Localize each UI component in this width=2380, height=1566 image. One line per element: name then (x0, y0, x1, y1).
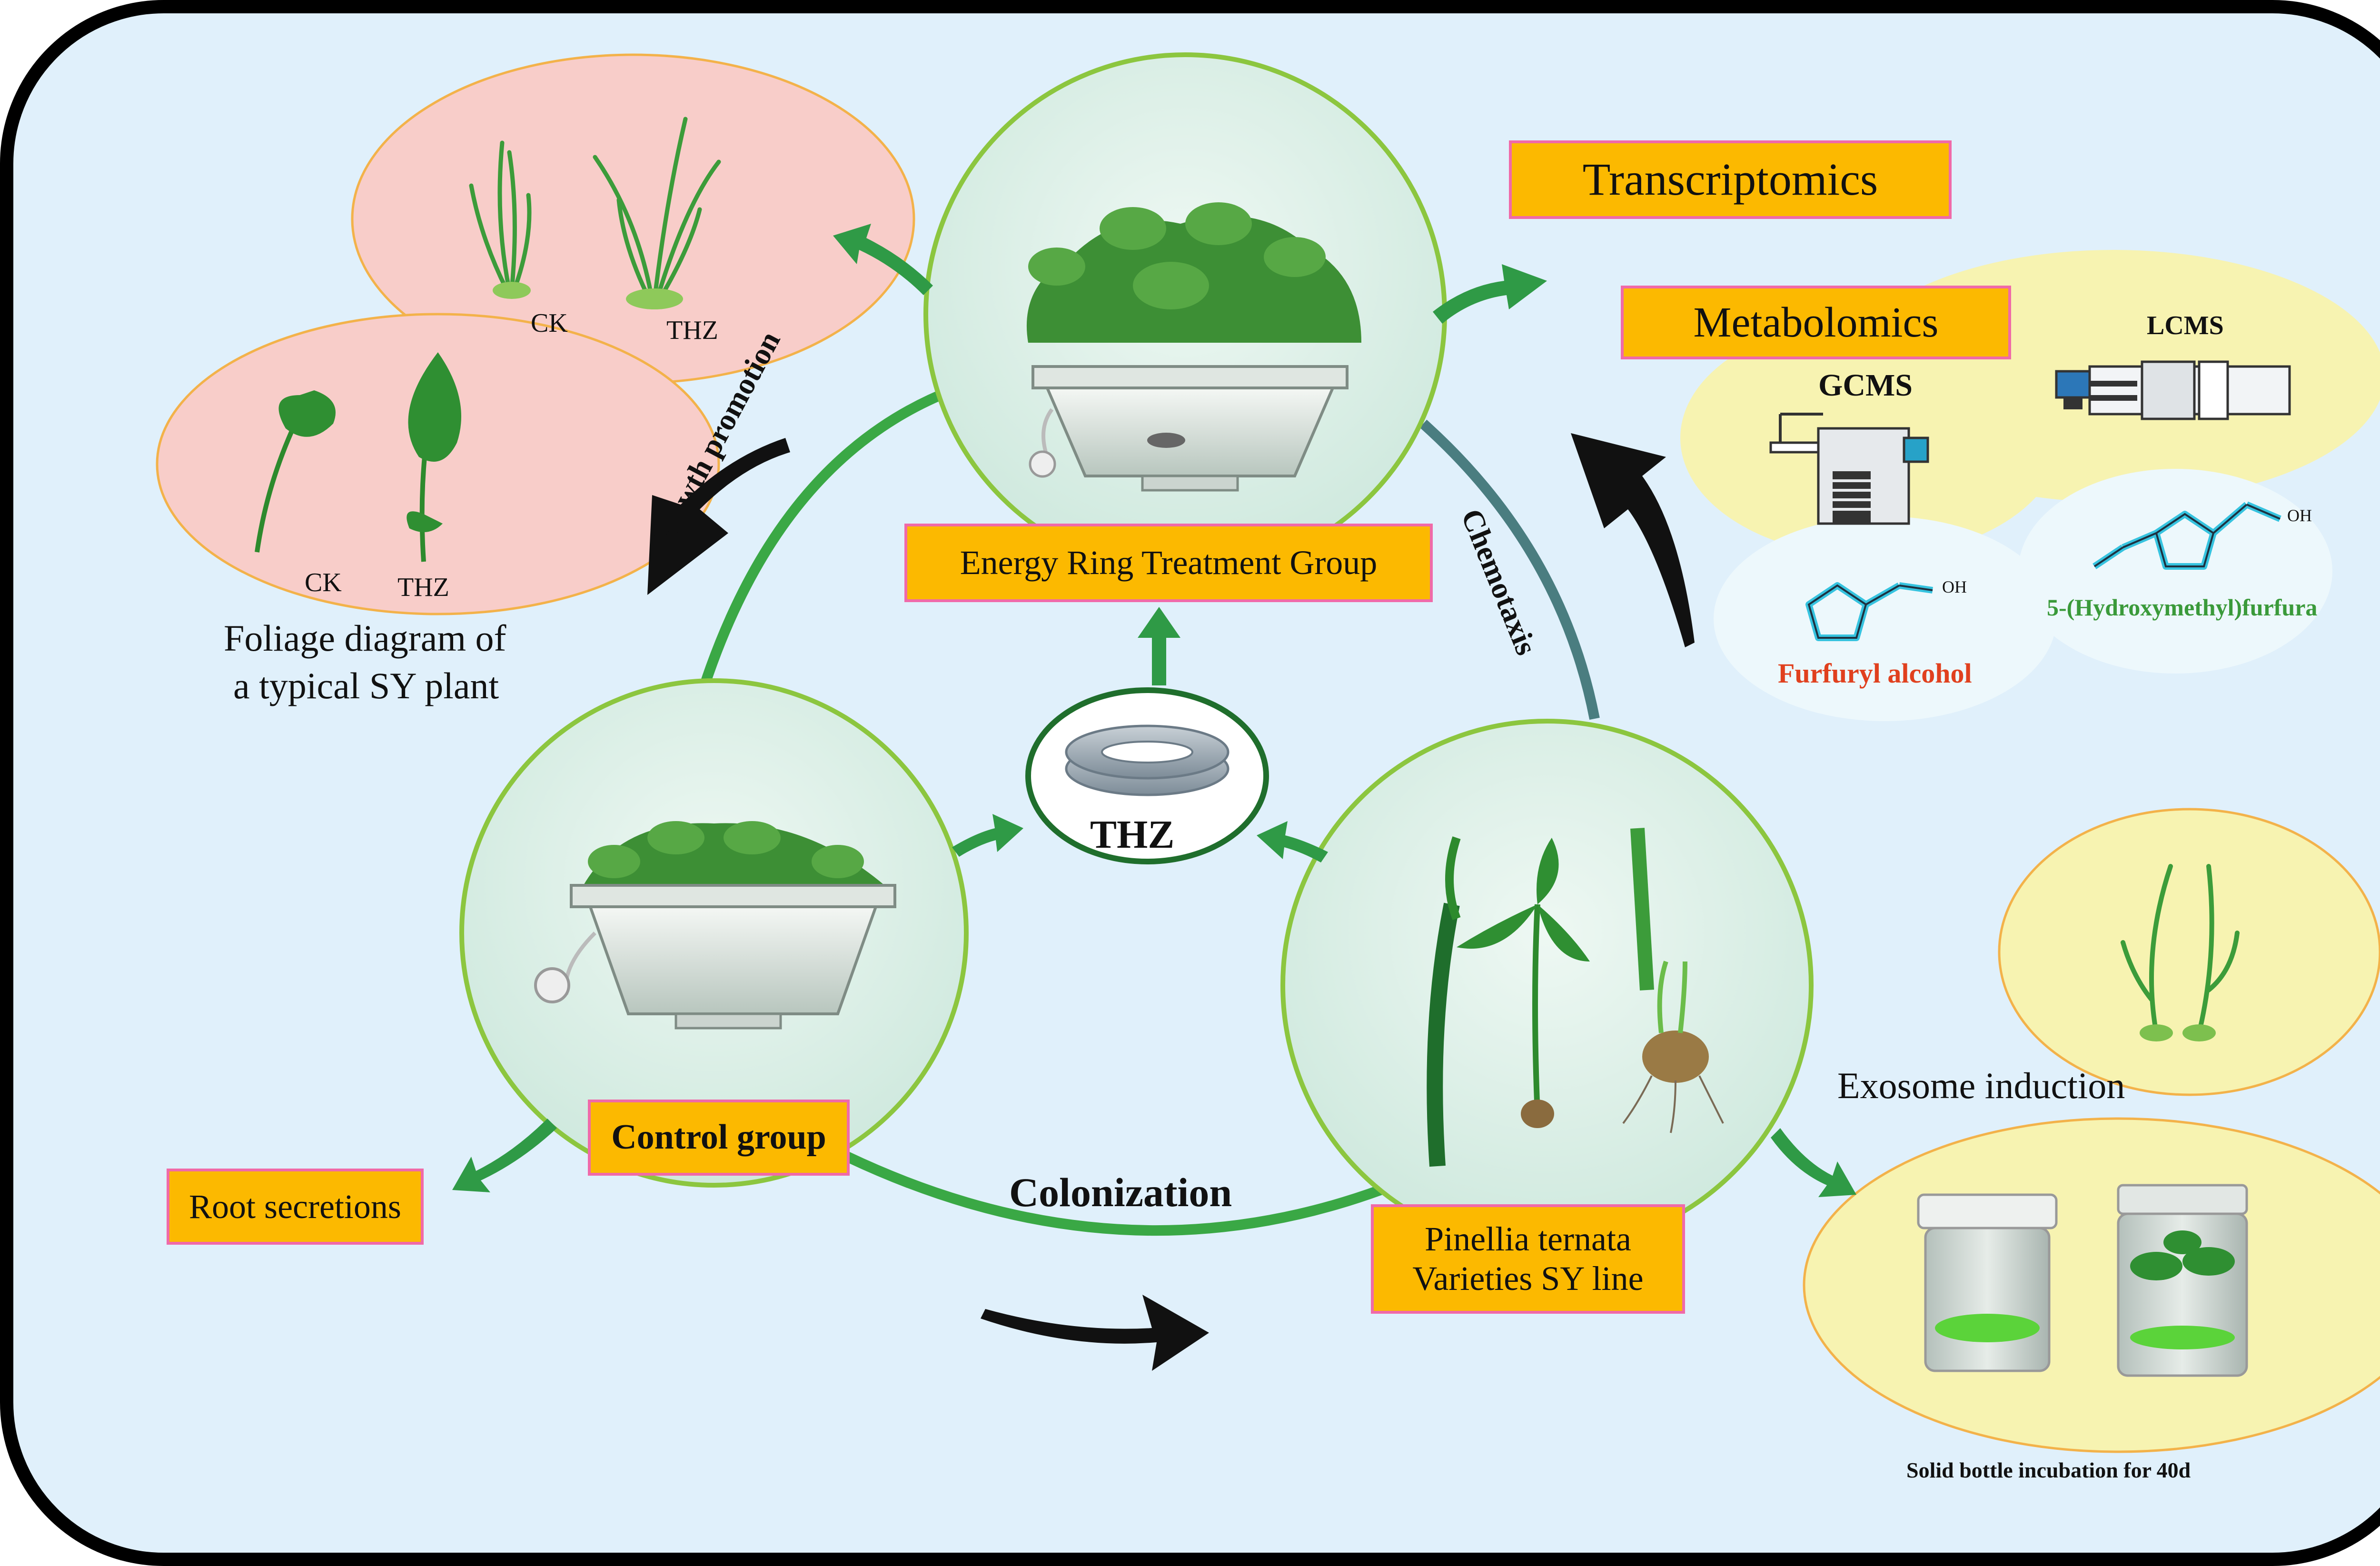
arrow-to-root-secretions (452, 1119, 557, 1192)
exosome-seedling-base-2 (2182, 1024, 2216, 1041)
arrow-control-to-thz (952, 814, 1023, 857)
label-foliage-line1: Foliage diagram of (224, 617, 506, 659)
arrow-to-exosome (1771, 1128, 1856, 1197)
bubble-hmf (2018, 469, 2332, 674)
label-bottle-incubation: Solid bottle incubation for 40d (1906, 1458, 2191, 1482)
black-arrow-left (647, 438, 790, 595)
label-colonization: Colonization (1009, 1170, 1232, 1215)
bubble-foliage (156, 313, 720, 615)
pot-control-group-illustration (534, 821, 896, 1030)
box-root-secretions: Root secretions (167, 1169, 424, 1245)
jar-small-illustration (1917, 1193, 2058, 1372)
label-thz-top: THZ (666, 316, 718, 345)
green-arrows (452, 224, 1856, 1197)
pinellia-line-2: Varieties SY line (1412, 1259, 1644, 1298)
arrow-to-seedlings (833, 224, 933, 295)
black-arrows (647, 433, 1695, 1371)
seedling-ck-base (493, 282, 531, 299)
arrow-to-transcriptomics (1433, 264, 1547, 324)
box-metabolomics: Metabolomics (1621, 286, 2011, 359)
exosome-seedling-illustration (2121, 864, 2240, 1035)
leaf-ck-illustration (255, 390, 336, 553)
arrow-to-energy-box (1138, 607, 1180, 685)
label-thz-ring: THZ (1090, 813, 1175, 857)
arrow-pinellia-to-thz (1257, 821, 1328, 862)
black-arrow-up (1571, 433, 1695, 647)
ring-arc-growth (699, 385, 954, 687)
box-pinellia-ternata: Pinellia ternata Varieties SY line (1371, 1204, 1685, 1314)
leaf-thz-illustration (407, 352, 461, 562)
label-ck-top: CK (531, 308, 568, 338)
label-oh-furfuryl: OH (1942, 577, 1967, 596)
label-oh-hmf: OH (2287, 506, 2312, 525)
seedling-thz-illustration (593, 117, 721, 302)
jar-large-illustration (2117, 1184, 2248, 1377)
pinellia-plant-illustration (1427, 828, 1724, 1167)
bubble-exosome-seedlings (1998, 808, 2380, 1096)
gcms-instrument-illustration (1769, 413, 1929, 525)
label-foliage-line2: a typical SY plant (233, 665, 499, 706)
pot-energy-ring-illustration (1026, 202, 1361, 492)
ring-arc-colonization (845, 1152, 1382, 1236)
seedling-ck-illustration (469, 140, 532, 293)
ring-arc-chemotaxis (1419, 419, 1600, 720)
label-gcms: GCMS (1818, 368, 1913, 403)
label-furfuryl-alcohol: Furfuryl alcohol (1778, 658, 1972, 689)
label-exosome-induction: Exosome induction (1837, 1065, 2125, 1106)
circle-pinellia (1280, 719, 1814, 1252)
box-transcriptomics: Transcriptomics (1509, 140, 1952, 219)
box-energy-ring-treatment: Energy Ring Treatment Group (904, 524, 1433, 602)
label-lcms: LCMS (2147, 311, 2224, 340)
lcms-instrument-illustration (2055, 360, 2291, 420)
label-thz-leaf: THZ (397, 573, 449, 602)
bubble-furfuryl (1714, 516, 2056, 721)
label-ck-leaf: CK (305, 568, 342, 597)
thz-ring-illustration (1065, 724, 1230, 796)
box-control-group: Control group (588, 1100, 850, 1176)
seedling-thz-base (626, 288, 683, 309)
label-hmf: 5-(Hydroxymethyl)furfura (2047, 594, 2318, 621)
black-arrow-bottom (981, 1295, 1209, 1371)
pinellia-line-1: Pinellia ternata (1425, 1220, 1631, 1259)
exosome-seedling-base-1 (2140, 1024, 2173, 1041)
